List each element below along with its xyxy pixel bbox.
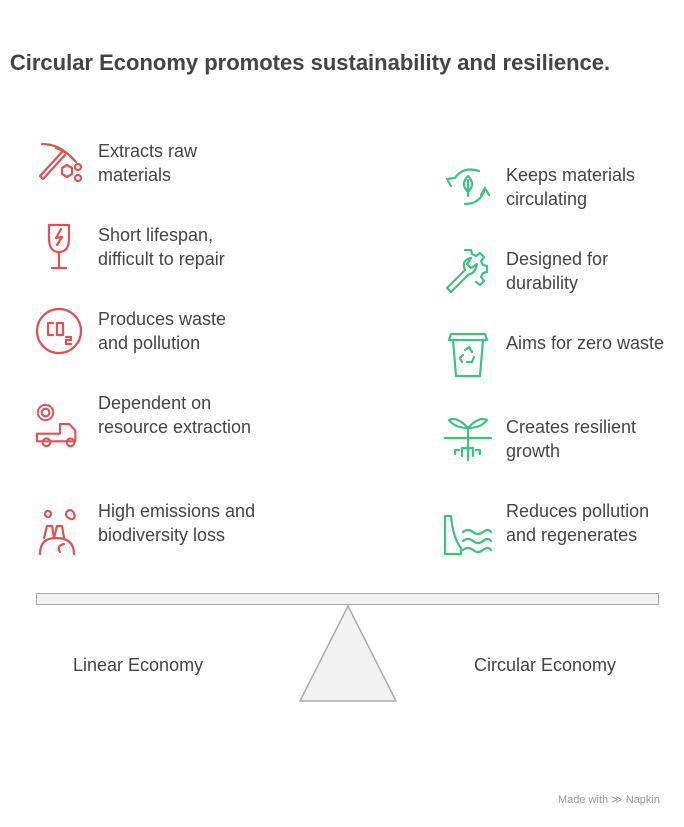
circular-item-3: Aims for zero waste (506, 333, 665, 353)
circular-item-5: Reduces pollution and regenerates (506, 501, 650, 545)
circular-item-4: Creates resilient growth (506, 417, 637, 461)
factory-emissions-icon (34, 508, 84, 558)
linear-item-5: High emissions and biodiversity loss (98, 501, 256, 545)
fulcrum-triangle (298, 604, 398, 702)
linear-economy-label: Linear Economy (73, 655, 204, 675)
linear-item-3: Produces waste and pollution (98, 309, 227, 353)
dam-water-icon (443, 510, 493, 560)
truck-gear-icon (34, 400, 86, 452)
circular-item-2: Designed for durability (506, 249, 609, 293)
napkin-footer: Made with ≫ Napkin (557, 794, 660, 806)
broken-glass-icon (34, 222, 84, 272)
co2-icon (34, 306, 84, 356)
sprout-icon (443, 412, 493, 462)
linear-item-1: Extracts raw materials (98, 141, 198, 185)
leaf-cycle-icon (443, 162, 493, 212)
circular-item-1: Keeps materials circulating (506, 165, 636, 209)
linear-item-4: Dependent on resource extraction (98, 393, 252, 437)
page-title: Circular Economy promotes sustainability… (9, 50, 611, 75)
recycle-bin-icon (443, 330, 493, 380)
wrench-gear-icon (443, 246, 493, 296)
balance-beam (36, 593, 659, 605)
circular-economy-label: Circular Economy (474, 655, 617, 675)
pickaxe-icon (34, 138, 84, 188)
linear-item-2: Short lifespan, difficult to repair (98, 225, 225, 269)
